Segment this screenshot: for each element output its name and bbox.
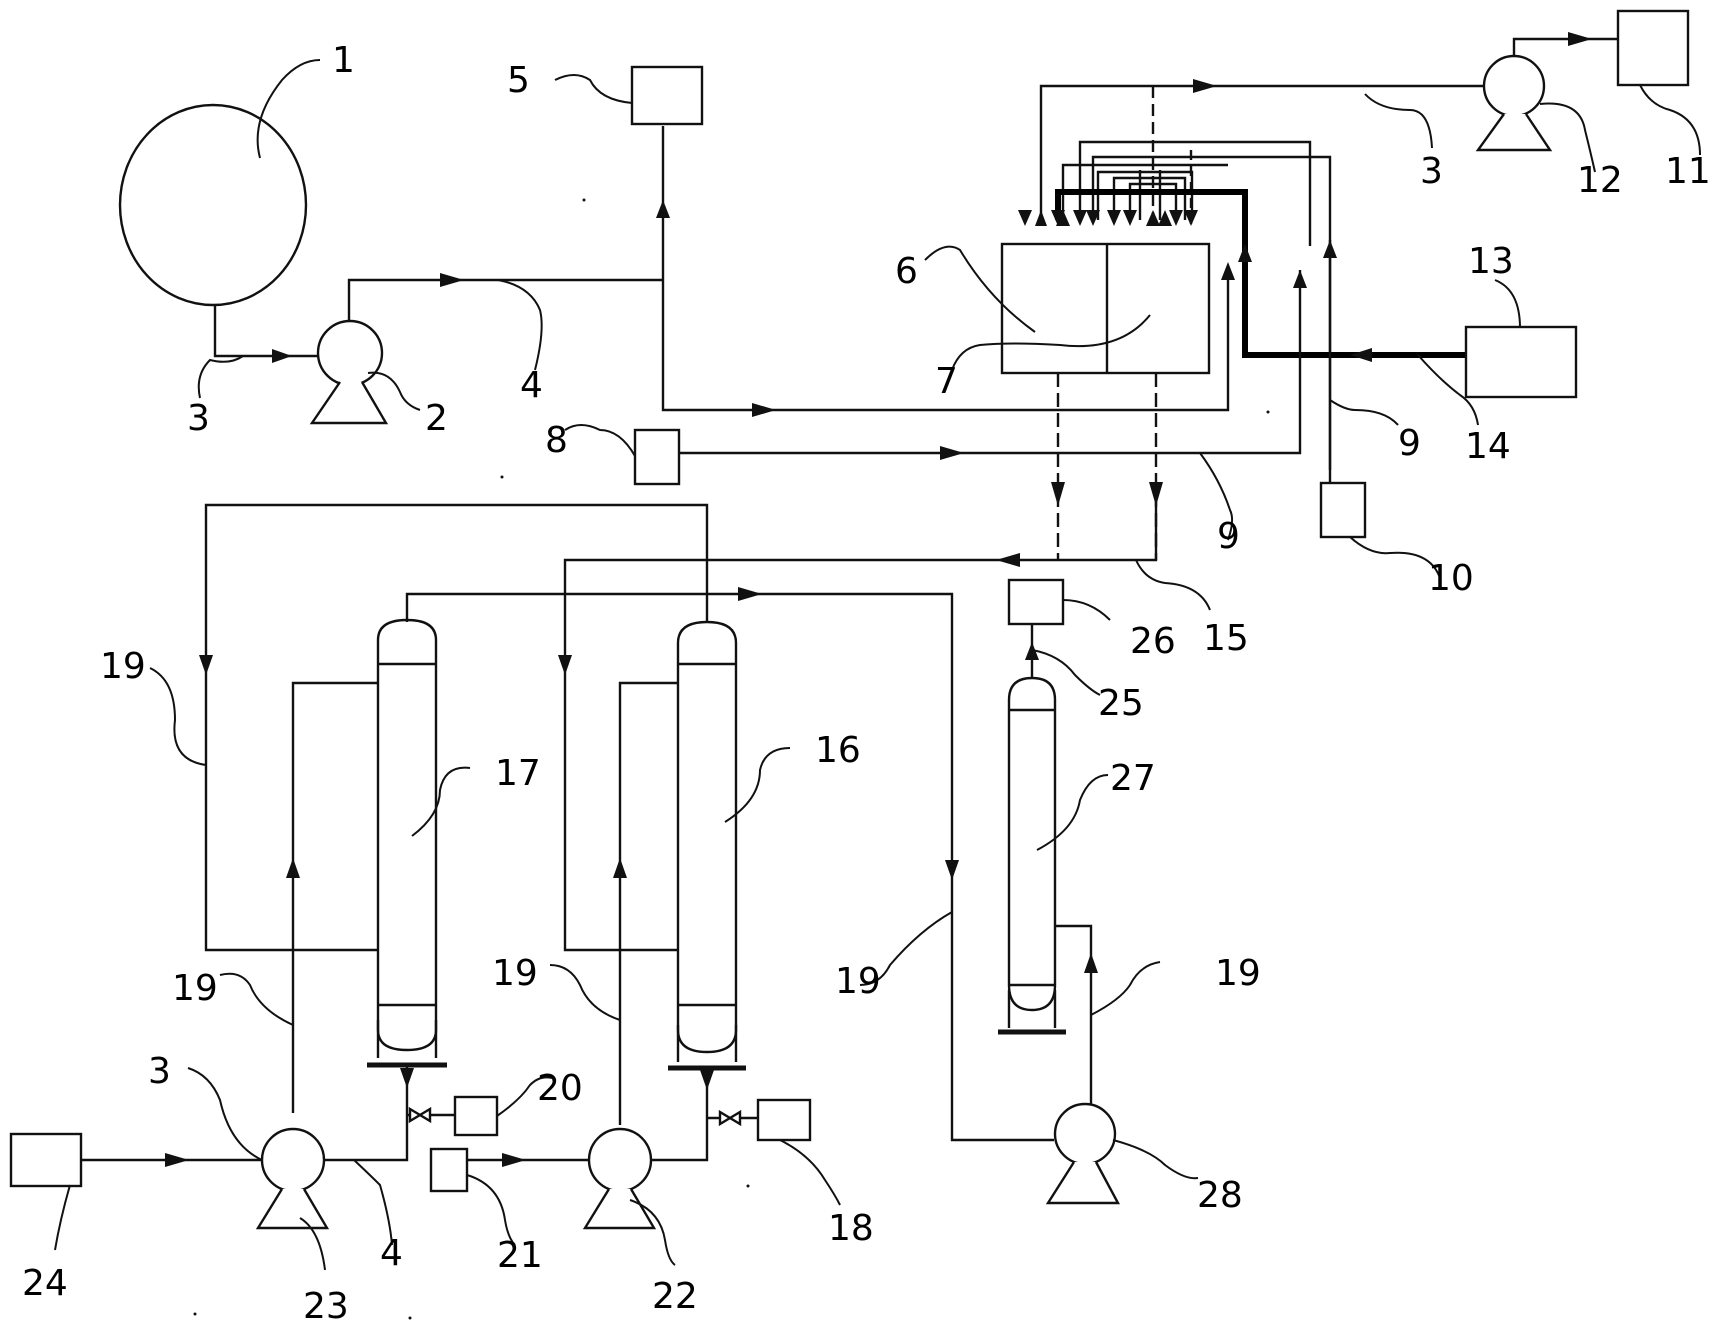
label-27: 27 (1110, 758, 1156, 799)
label-15: 15 (1203, 618, 1249, 659)
flow-arrows (165, 32, 1592, 1167)
label-3c: 3 (148, 1051, 171, 1092)
label-22: 22 (652, 1276, 698, 1317)
vessel-13 (1464, 325, 1578, 399)
label-11: 11 (1665, 151, 1711, 192)
pipe-4-top (347, 278, 663, 321)
vessel-21 (429, 1147, 469, 1193)
label-1: 1 (332, 40, 355, 81)
label-19a: 19 (100, 646, 146, 687)
label-7: 7 (935, 361, 958, 402)
pipe-22-to-16 (651, 1068, 709, 1162)
label-4b: 4 (380, 1233, 403, 1274)
label-12: 12 (1577, 160, 1623, 201)
scan-specks (193, 198, 1270, 1320)
pipe-14-thick (1055, 189, 1465, 358)
pipe-column-top (405, 592, 1054, 1142)
vessel-11 (1616, 9, 1690, 87)
valve-20 (408, 1106, 432, 1124)
label-19b: 19 (172, 968, 218, 1009)
pump-2 (309, 319, 389, 425)
column-17 (367, 618, 447, 1068)
label-2: 2 (425, 398, 448, 439)
vessel-10 (1319, 481, 1367, 539)
column-16 (668, 620, 746, 1071)
label-13: 13 (1468, 241, 1514, 282)
pipe-19-mid (563, 660, 678, 952)
label-3a: 3 (187, 398, 210, 439)
label-20: 20 (537, 1068, 583, 1109)
pipe-19-mid-riser (618, 681, 678, 1125)
label-5: 5 (507, 60, 530, 101)
label-6: 6 (895, 251, 918, 292)
pump-28 (1045, 1102, 1121, 1205)
pipe-to-reactor-6 (661, 272, 1230, 412)
leader-lines (54, 59, 1701, 1271)
pipe-tank-to-pump2 (213, 305, 318, 358)
label-18: 18 (828, 1208, 874, 1249)
vessel-20 (453, 1095, 499, 1137)
pipe-15 (563, 500, 1158, 660)
label-4a: 4 (520, 365, 543, 406)
column-27 (998, 676, 1066, 1035)
label-21: 21 (497, 1235, 543, 1276)
reference-numerals: 1 2 3 4 5 6 7 8 9 9 10 11 12 3 13 14 15 … (22, 40, 1711, 1326)
pump-12 (1475, 54, 1553, 152)
label-9a: 9 (1217, 516, 1240, 557)
label-28: 28 (1197, 1175, 1243, 1216)
pipe-4-bottom (324, 1065, 409, 1162)
vessel-5 (630, 65, 704, 126)
label-16: 16 (815, 730, 861, 771)
label-23: 23 (303, 1286, 349, 1326)
label-3b: 3 (1420, 151, 1443, 192)
pipe-to-11 (1512, 37, 1618, 56)
pipe-3-top (1039, 84, 1484, 220)
label-9b: 9 (1398, 423, 1421, 464)
pipe-19-outer-loop (204, 503, 709, 952)
reactor-6-7 (1000, 242, 1211, 375)
vessel-8 (633, 428, 681, 486)
pipe-19-left (291, 681, 378, 1113)
valve-18 (718, 1109, 742, 1127)
label-24: 24 (22, 1263, 68, 1304)
pipe-19-right (1055, 924, 1093, 1104)
label-26: 26 (1130, 621, 1176, 662)
label-19d: 19 (835, 961, 881, 1002)
pump-22 (582, 1127, 657, 1230)
pipe-9-from-8 (679, 270, 1302, 455)
label-19c: 19 (492, 953, 538, 994)
label-10: 10 (1428, 558, 1474, 599)
vessel-24 (9, 1132, 83, 1188)
label-14: 14 (1465, 426, 1511, 467)
pump-23 (255, 1127, 330, 1230)
label-17: 17 (495, 753, 541, 794)
vessel-26 (1007, 578, 1065, 626)
storage-tank-1 (118, 103, 308, 307)
label-25: 25 (1098, 683, 1144, 724)
label-8: 8 (545, 420, 568, 461)
label-19e: 19 (1215, 953, 1261, 994)
vessel-18 (756, 1098, 812, 1142)
